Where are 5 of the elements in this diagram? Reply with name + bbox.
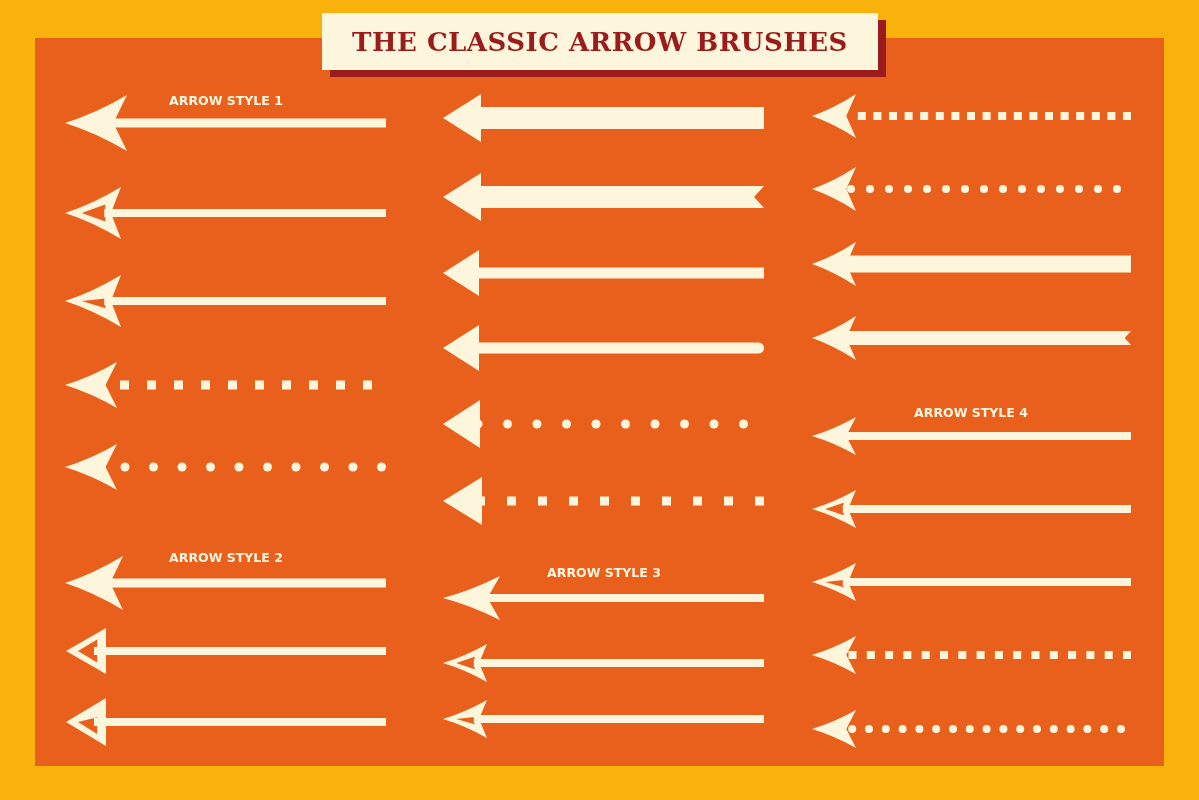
title: THE CLASSIC ARROW BRUSHES xyxy=(352,26,848,57)
style-label: ARROW STYLE 1 xyxy=(169,93,283,108)
style-label: ARROW STYLE 4 xyxy=(914,405,1028,420)
style-label: ARROW STYLE 3 xyxy=(547,565,661,580)
style-label: ARROW STYLE 2 xyxy=(169,550,283,565)
